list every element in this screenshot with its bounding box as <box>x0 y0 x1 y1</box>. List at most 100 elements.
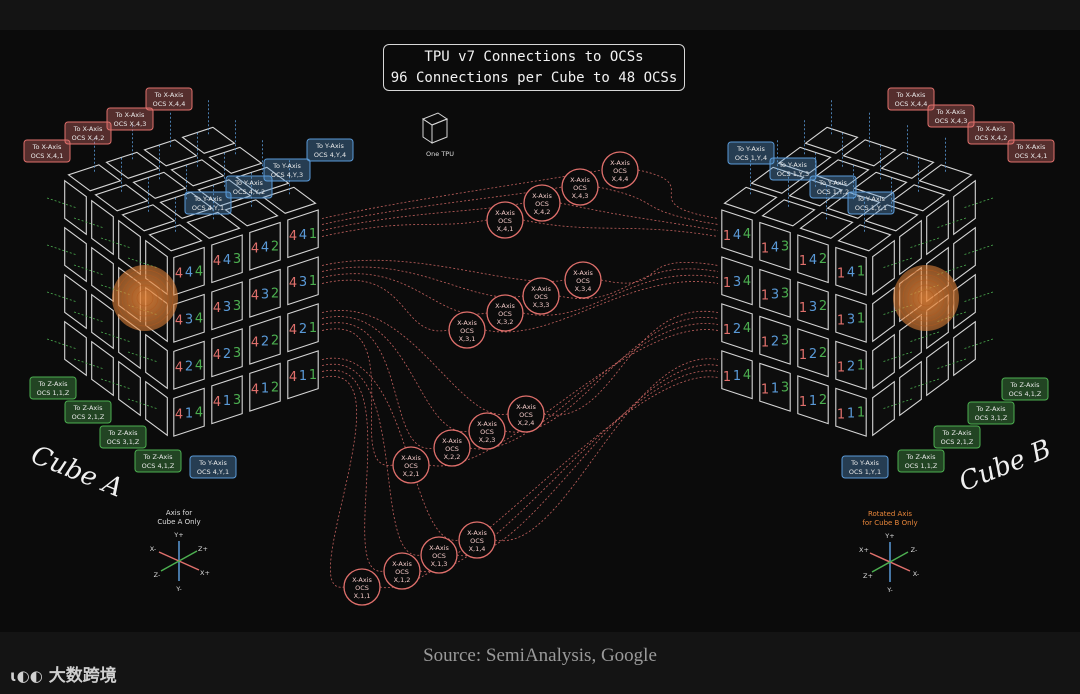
tpu-top-face <box>880 151 935 179</box>
ocs-node-id: X,1,2 <box>394 576 411 584</box>
tpu-top-face <box>67 164 122 192</box>
axis-title-line: Rotated Axis <box>868 510 912 518</box>
tag-line-1: To Z-Axis <box>906 453 937 461</box>
ocs-node-axis: X-Axis <box>477 420 497 428</box>
tpu-label-digit: 4 <box>195 264 203 279</box>
tag-box <box>23 139 71 163</box>
tag-box <box>106 107 154 131</box>
tag-line-1: To Y-Axis <box>856 195 885 203</box>
tpu-top-face <box>186 211 241 239</box>
tag-line-2: OCS 3,1,Z <box>107 438 140 446</box>
tpu-front-face <box>287 256 319 306</box>
tpu-label-digit: 2 <box>299 322 307 337</box>
tpu-label-digit: 2 <box>819 299 827 314</box>
ocs-node-circle <box>458 521 496 559</box>
tpu-label-digit: 4 <box>743 227 751 242</box>
tpu-label-digit: 1 <box>723 323 731 338</box>
tpu-label-digit: 1 <box>309 368 317 383</box>
tag-box <box>847 191 895 215</box>
ocs-node-circle <box>522 277 560 315</box>
tag-box <box>841 455 889 479</box>
tag-box <box>184 191 232 215</box>
tag-box <box>727 141 775 165</box>
tpu-label-digit: 4 <box>213 254 221 269</box>
tpu-label-digit: 3 <box>781 380 789 395</box>
tag-line-2: OCS 1,1,Z <box>37 389 70 397</box>
tpu-front-face <box>759 362 791 412</box>
tag-line-1: To Z-Axis <box>143 453 174 461</box>
tag-box <box>99 425 147 449</box>
tpu-label-digit: 3 <box>781 286 789 301</box>
z-connector <box>937 358 968 369</box>
tpu-label-digit: 1 <box>723 276 731 291</box>
axis-title-line: for Cube B Only <box>862 519 917 527</box>
axis-label-y-plus: Y+ <box>173 531 183 539</box>
tpu-top-face <box>94 184 149 212</box>
ocs-node-id: X,1,1 <box>354 592 371 600</box>
tpu-top-face <box>170 159 225 187</box>
connection-line <box>321 316 470 432</box>
tpu-label-digit: 4 <box>289 370 297 385</box>
tpu-label-digit: 2 <box>847 359 855 374</box>
ocs-node-type: OCS <box>395 568 409 576</box>
logo-ring <box>917 289 935 307</box>
tag-line-2: OCS 1,Y,3 <box>777 170 809 178</box>
tpu-label-digit: 4 <box>743 368 751 383</box>
tpu-label-digit: 1 <box>299 369 307 384</box>
tpu-label-digit: 1 <box>799 301 807 316</box>
tpu-label-digit: 4 <box>223 253 231 268</box>
tpu-label-digit: 1 <box>857 405 865 420</box>
z-connector <box>45 244 76 255</box>
tag-box <box>64 400 112 424</box>
connection-line <box>321 273 488 315</box>
tag-line-2: OCS 2,1,Z <box>941 438 974 446</box>
axis-label-x-left: X- <box>150 545 157 553</box>
connection-line <box>494 358 719 542</box>
ocs-node-axis: X-Axis <box>531 285 551 293</box>
one-tpu-cube-top <box>421 112 449 126</box>
tpu-top-face <box>864 204 919 232</box>
tag-box <box>134 449 182 473</box>
tag-line-1: To Z-Axis <box>73 404 104 412</box>
ocs-node-axis: X-Axis <box>457 319 477 327</box>
tpu-front-face <box>173 340 205 390</box>
axis-label-x-right: X+ <box>200 569 210 577</box>
tag-line-2: OCS X,4,4 <box>153 100 186 108</box>
tpu-front-face <box>211 234 243 284</box>
tpu-front-face <box>797 281 829 331</box>
ocs-node-circle <box>486 294 524 332</box>
semianalysis-logo-icon <box>893 265 959 331</box>
logo-ring <box>902 274 950 322</box>
tag-line-1: To X-Axis <box>896 91 926 99</box>
tpu-label-digit: 2 <box>271 239 279 254</box>
tpu-label-digit: 2 <box>819 346 827 361</box>
z-connector <box>964 338 995 349</box>
ocs-node-type: OCS <box>498 310 512 318</box>
ocs-node-circle <box>507 395 545 433</box>
axis-label-x-right: X- <box>913 570 920 578</box>
tpu-label-digit: 4 <box>175 360 183 375</box>
tpu-top-face <box>208 146 263 174</box>
tag-line-1: To Z-Axis <box>108 429 139 437</box>
tpu-front-face <box>287 350 319 400</box>
logo-ring <box>126 279 164 317</box>
ocs-node-circle <box>448 311 486 349</box>
tpu-front-face <box>835 387 867 437</box>
